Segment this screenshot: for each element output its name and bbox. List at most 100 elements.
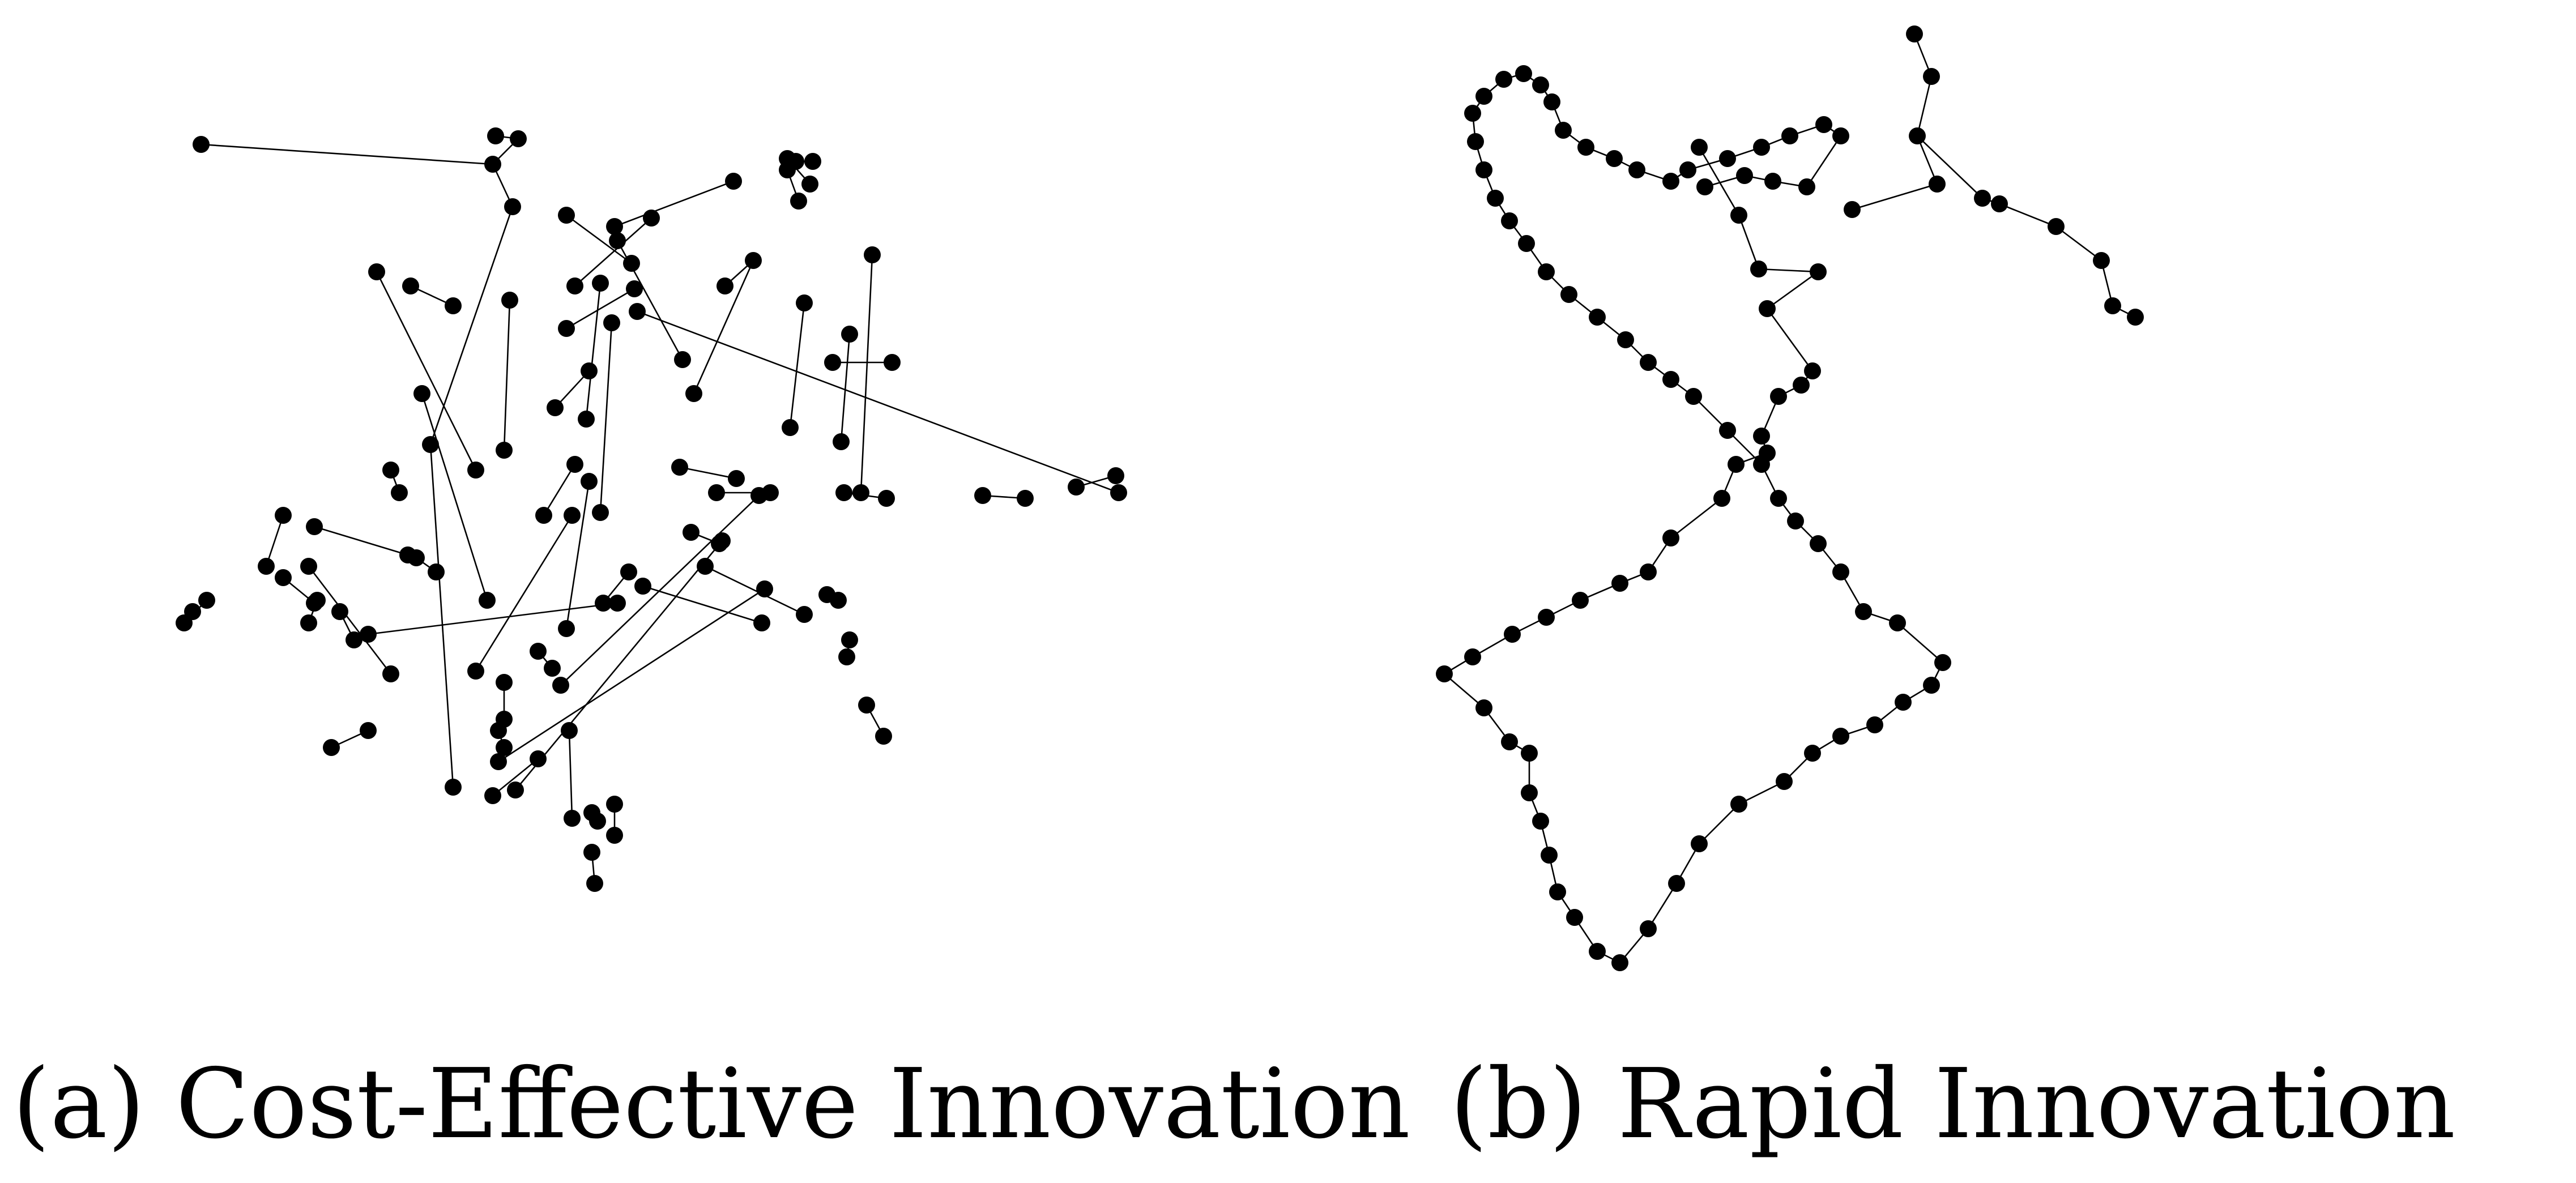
graph-a-edge bbox=[514, 540, 723, 791]
graph-b-node bbox=[1475, 88, 1492, 105]
graph-a-edge bbox=[308, 566, 392, 674]
graph-a-node bbox=[796, 606, 813, 623]
graph-a-node bbox=[1017, 490, 1034, 507]
graph-a-edge bbox=[705, 565, 805, 616]
graph-a-node bbox=[428, 563, 445, 580]
graph-a-edge bbox=[565, 481, 590, 629]
caption-a: (a) Cost-Effective Innovation bbox=[12, 1048, 1410, 1160]
graph-b-node bbox=[1572, 592, 1589, 609]
graph-a-node bbox=[606, 218, 623, 235]
graph-a-node bbox=[479, 592, 496, 609]
graph-a-node bbox=[629, 303, 646, 320]
graph-b-node bbox=[1934, 654, 1951, 671]
graph-a-node bbox=[275, 569, 292, 586]
graph-a-node bbox=[561, 722, 578, 739]
graph-b-node bbox=[1832, 728, 1849, 745]
graph-b-node bbox=[1521, 784, 1538, 801]
graph-a-node bbox=[745, 252, 762, 269]
graph-b-edge bbox=[1999, 203, 2057, 228]
graph-b-node bbox=[1662, 173, 1679, 190]
graph-a-node bbox=[496, 442, 513, 459]
graph-b-node bbox=[1589, 309, 1606, 326]
graph-b-node bbox=[1691, 835, 1708, 852]
graph-a-node bbox=[564, 507, 581, 524]
graph-a-edge bbox=[789, 302, 805, 428]
graph-a-node bbox=[496, 739, 513, 756]
graph-b-node bbox=[1668, 875, 1685, 892]
graph-b-node bbox=[1770, 490, 1787, 507]
graph-a-node bbox=[487, 127, 504, 144]
graph-a-node bbox=[1110, 484, 1127, 501]
graph-a-node bbox=[708, 484, 725, 501]
graph-a-node bbox=[467, 663, 484, 680]
graph-a-edge bbox=[642, 585, 762, 624]
graph-a-node bbox=[496, 674, 513, 691]
graph-b-node bbox=[1662, 529, 1679, 546]
graph-b-edge bbox=[1806, 135, 1842, 187]
graph-b-node bbox=[1501, 733, 1518, 750]
graph-a-node bbox=[796, 294, 813, 311]
graph-b-node bbox=[1753, 456, 1770, 473]
graph-b-node bbox=[1844, 201, 1861, 218]
graph-b-node bbox=[1804, 745, 1821, 762]
graph-a-node bbox=[835, 484, 852, 501]
graph-b-edge bbox=[1767, 271, 1819, 310]
graph-b-node bbox=[1467, 133, 1484, 150]
graph-a-node bbox=[716, 277, 733, 294]
graph-b-edge bbox=[1738, 215, 1760, 270]
graph-a-node bbox=[382, 462, 399, 479]
graph-a-edge bbox=[568, 730, 573, 819]
graph-a-node bbox=[346, 631, 362, 648]
graph-a-edge bbox=[840, 334, 851, 442]
graph-b-node bbox=[1804, 362, 1821, 379]
graph-a-node bbox=[300, 614, 317, 631]
graph-a-node bbox=[402, 277, 419, 294]
graph-b-node bbox=[1538, 609, 1555, 626]
graph-a-node bbox=[671, 459, 688, 476]
graph-b-node bbox=[1560, 286, 1577, 303]
graph-a-node bbox=[804, 153, 821, 170]
graph-a-edge bbox=[637, 310, 1119, 494]
graph-a-node bbox=[566, 277, 583, 294]
graph-a-edge bbox=[585, 283, 602, 420]
graph-a-node bbox=[490, 722, 507, 739]
graph-b-node bbox=[1764, 173, 1781, 190]
graph-a-node bbox=[413, 385, 430, 402]
graph-a-node bbox=[552, 677, 569, 694]
graph-b-node bbox=[1832, 563, 1849, 580]
graph-b-node bbox=[1750, 260, 1767, 277]
caption-b: (b) Rapid Innovation bbox=[1450, 1048, 2456, 1160]
graph-a-node bbox=[858, 697, 875, 714]
graph-b-node bbox=[1906, 25, 1923, 42]
graph-a-node bbox=[581, 362, 598, 379]
graph-a-edge bbox=[429, 206, 514, 445]
graph-b-node bbox=[1487, 190, 1504, 207]
graph-b-node bbox=[1640, 563, 1657, 580]
graph-b-node bbox=[1518, 235, 1535, 252]
graph-a-node bbox=[824, 354, 841, 371]
graph-a-node bbox=[725, 173, 742, 190]
panel-a: (a) Cost-Effective Innovation bbox=[12, 127, 1410, 1160]
graph-b-edge bbox=[1699, 804, 1739, 844]
graph-a-node bbox=[323, 739, 340, 756]
graph-a-node bbox=[535, 507, 552, 524]
graph-b-node bbox=[1549, 883, 1566, 900]
graph-b-node bbox=[1810, 535, 1827, 552]
graph-a-node bbox=[592, 275, 609, 292]
graph-a-node bbox=[697, 558, 714, 575]
graph-a-node bbox=[833, 433, 850, 450]
graph-b-node bbox=[1532, 813, 1549, 830]
graph-a-node bbox=[603, 314, 620, 331]
panel-b: (b) Rapid Innovation bbox=[1331, 0, 2576, 1183]
graph-b-node bbox=[1679, 161, 1696, 178]
graph-a-edge bbox=[860, 254, 873, 493]
graph-b-node bbox=[1929, 176, 1946, 193]
graph-b-node bbox=[1662, 371, 1679, 388]
graph-a-node bbox=[878, 490, 895, 507]
graph-a-node bbox=[609, 595, 626, 612]
graph-a-node bbox=[620, 563, 637, 580]
graph-b-edge bbox=[1852, 183, 1938, 211]
graph-b-node bbox=[2104, 297, 2121, 314]
graph-b-edge bbox=[1758, 268, 1819, 273]
graph-a-node bbox=[581, 473, 598, 490]
